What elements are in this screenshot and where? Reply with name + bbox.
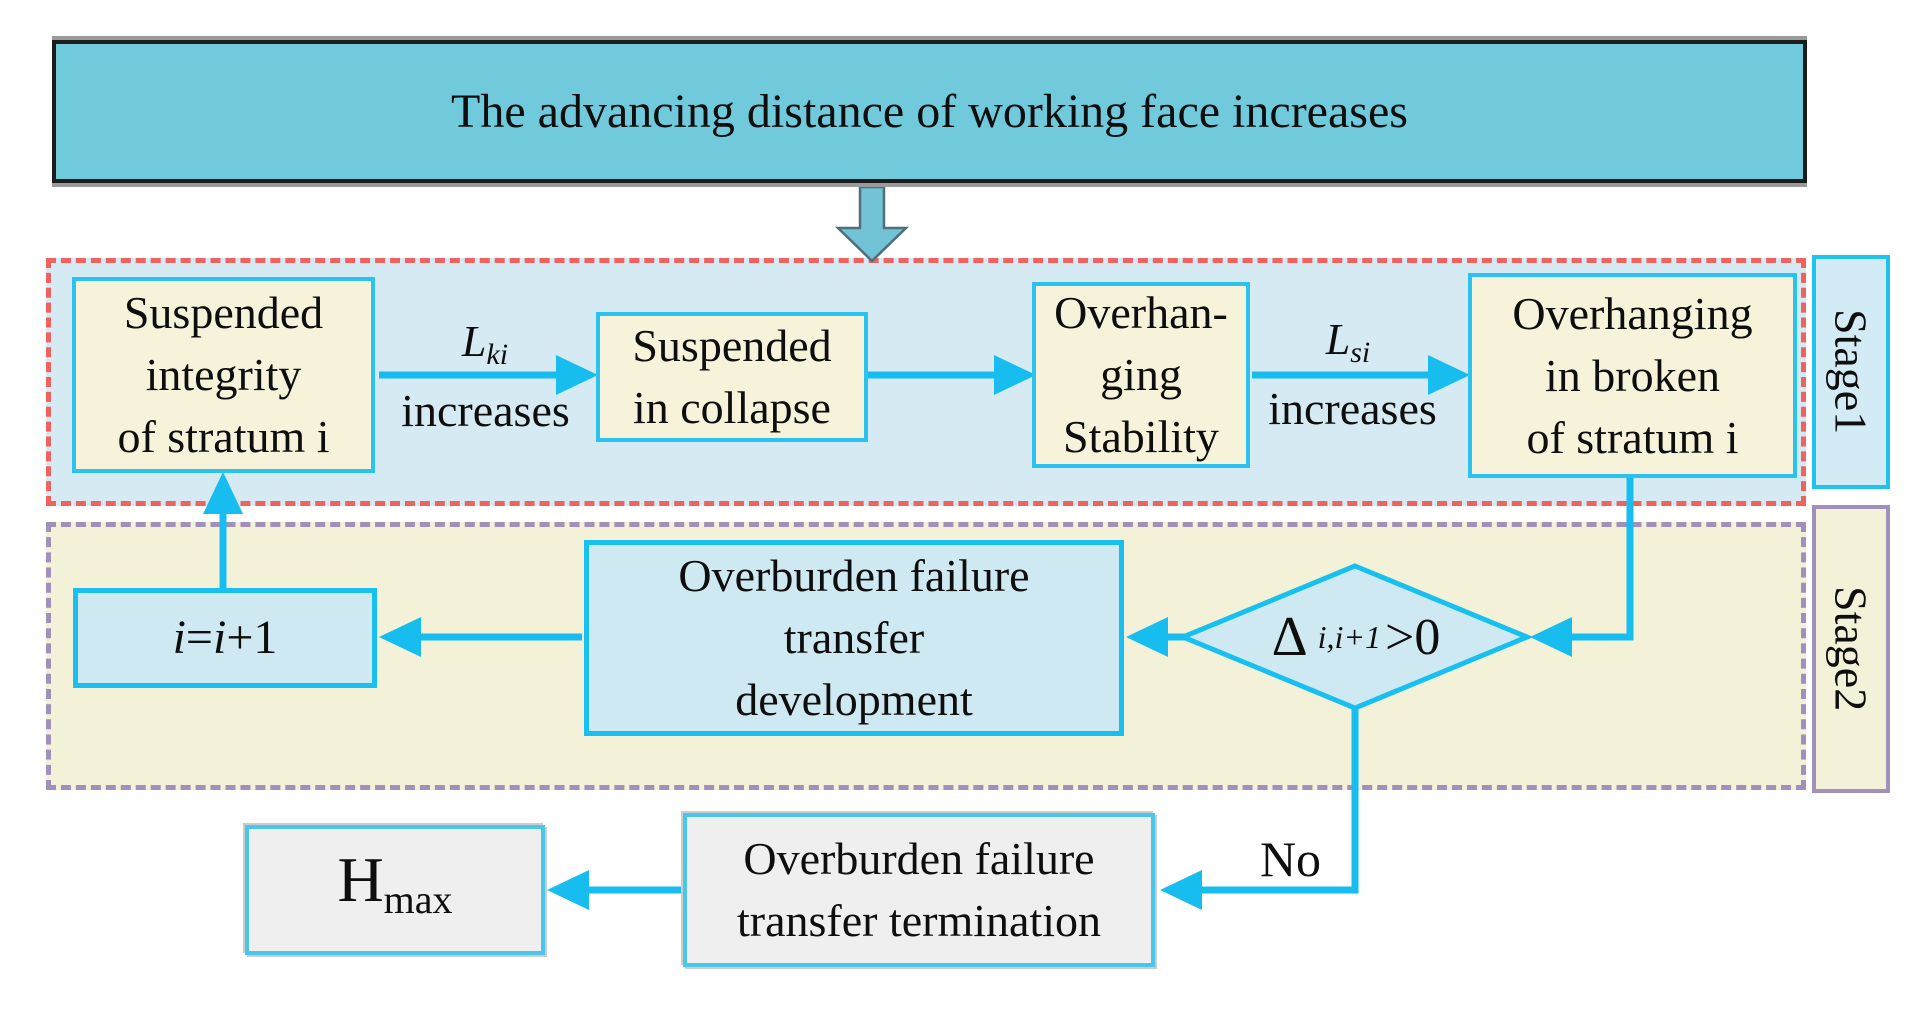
box-suspended-integrity-text: Suspended integrity of stratum i [117,287,330,462]
decision-subscript: i,i+1 [1317,618,1382,655]
lsi-symbol: L [1325,315,1351,364]
box-suspended-collapse: Suspended in collapse [596,312,868,442]
caption-lsi-increases: increases [1268,383,1437,434]
label-lki: Lki [415,316,555,372]
iteration-var2: i [213,611,227,664]
box-transfer-termination: Overburden failure transfer termination [683,813,1155,967]
decision-comparison: >0 [1385,608,1441,666]
box-overhanging-broken-text: Overhanging in broken of stratum i [1512,287,1753,463]
box-overhanging-stability: Overhan- ging Stability [1032,282,1250,468]
lsi-subscript: si [1350,336,1371,369]
hmax-symbol: H [337,844,384,915]
label-no: No [1259,831,1322,887]
box-transfer-termination-text: Overburden failure transfer termination [736,833,1102,946]
iteration-equals: = [185,611,213,664]
lki-subscript: ki [486,338,509,371]
box-hmax: Hmax [245,825,545,955]
lki-symbol: L [461,317,487,366]
delta-symbol: Δ [1271,606,1308,668]
box-iteration: i=i+1 [73,588,377,688]
box-overhanging-stability-text: Overhan- ging Stability [1054,287,1228,462]
box-transfer-development: Overburden failure transfer development [584,540,1124,736]
stage1-label-text: Stage1 [1825,309,1877,435]
iteration-text: i=i+1 [173,607,278,669]
banner-text: The advancing distance of working face i… [451,85,1408,138]
stage1-label: Stage1 [1812,255,1890,489]
hmax-text: Hmax [337,848,453,931]
box-transfer-development-text: Overburden failure transfer development [678,550,1030,725]
box-suspended-integrity: Suspended integrity of stratum i [72,277,375,473]
box-suspended-collapse-text: Suspended in collapse [632,320,832,433]
iteration-increment: +1 [226,611,278,664]
label-lsi: Lsi [1278,314,1418,370]
stage2-label-text: Stage2 [1825,586,1877,712]
arrow-termination-to-hmax [547,870,681,910]
banner-down-arrow-icon [834,185,910,263]
iteration-var1: i [172,611,186,664]
banner-advancing-distance: The advancing distance of working face i… [52,40,1807,183]
hmax-subscript: max [383,877,453,922]
stage2-label: Stage2 [1812,505,1890,793]
caption-lki-increases: increases [401,385,570,436]
box-overhanging-broken: Overhanging in broken of stratum i [1468,273,1797,478]
